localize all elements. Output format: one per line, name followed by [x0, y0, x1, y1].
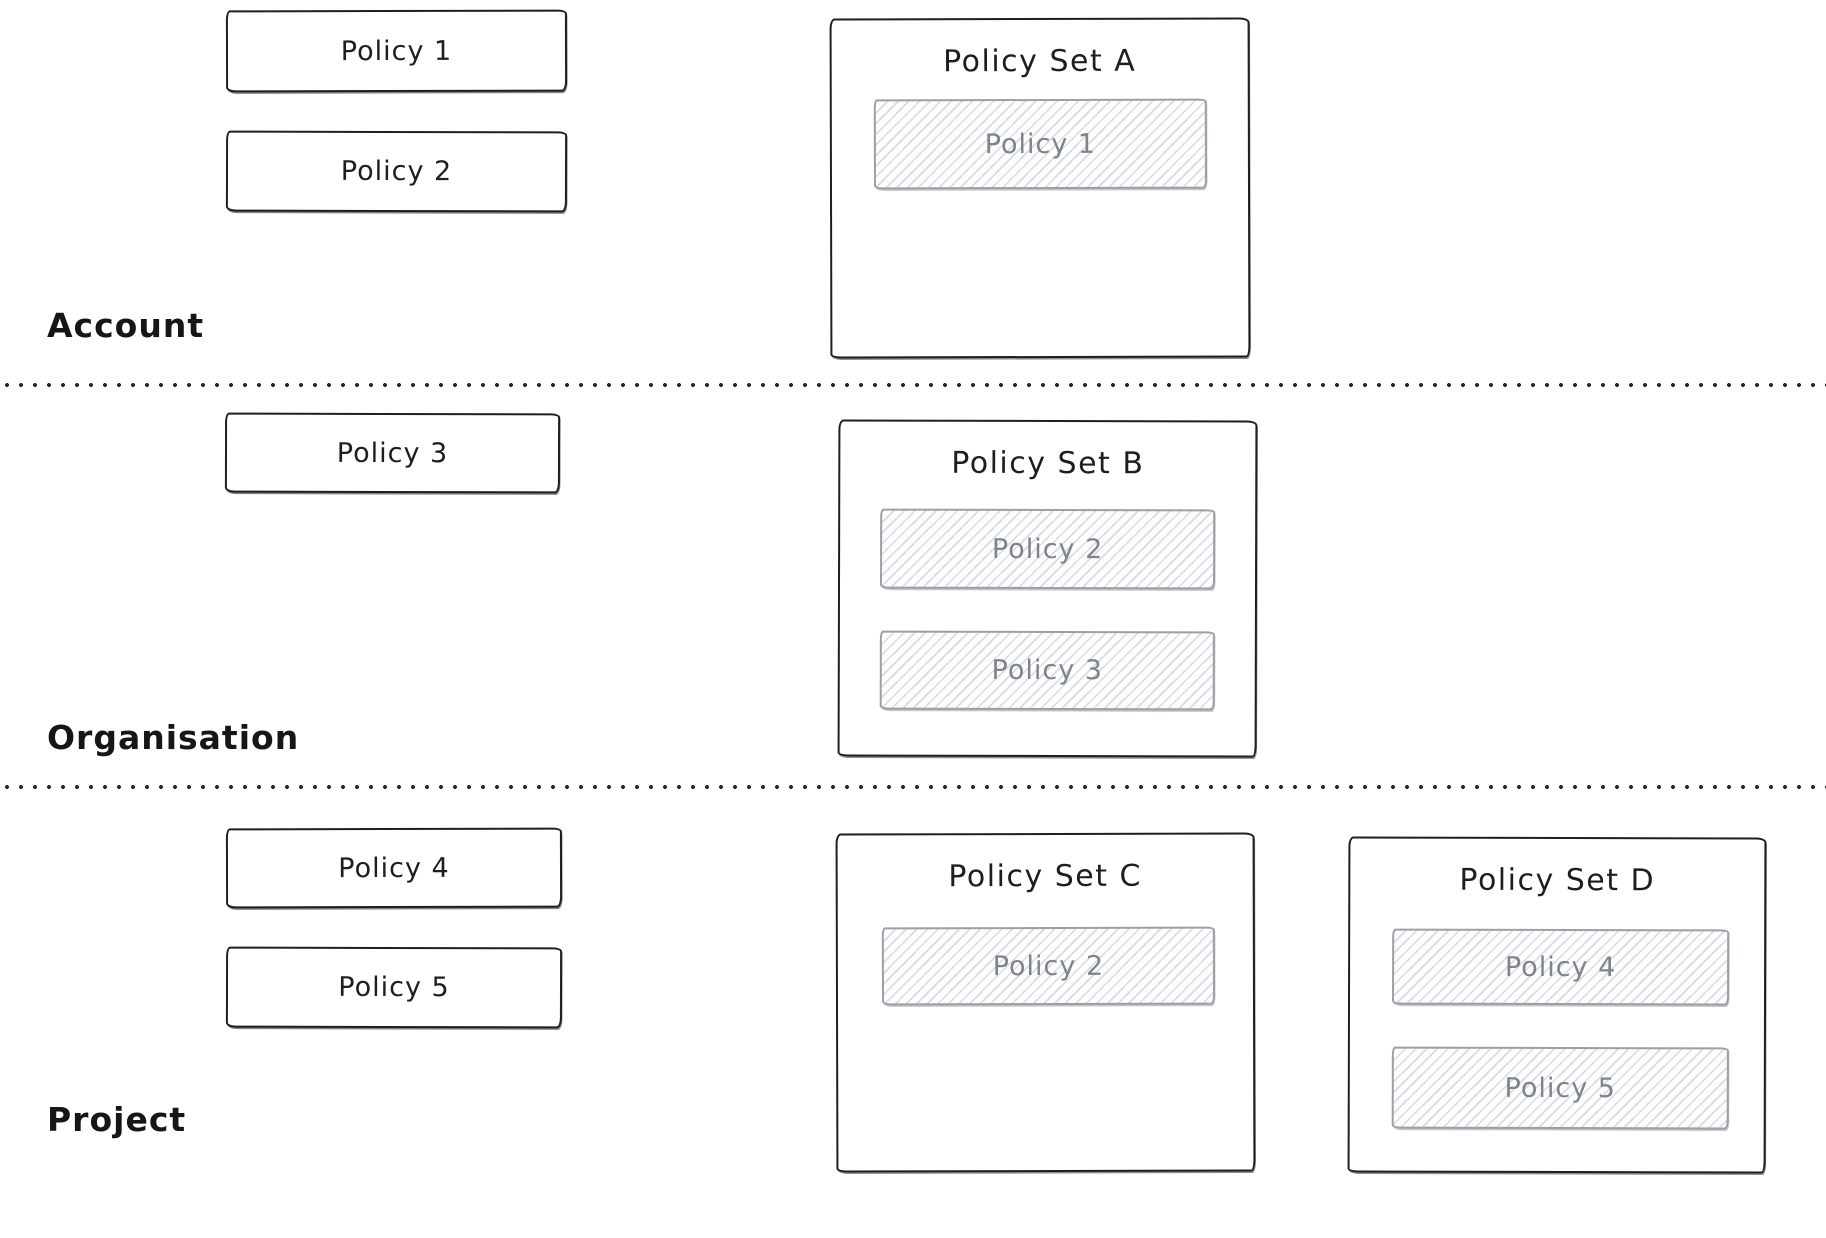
member-policy-label: Policy 3 [991, 654, 1104, 687]
policy-set-a: Policy Set A Policy 1 [829, 17, 1251, 359]
policy-set-title: Policy Set A [943, 43, 1137, 80]
level-label-project: Project [47, 1100, 187, 1139]
policy-set-d-member-policy-5: Policy 5 [1391, 1046, 1729, 1130]
policy-set-b-member-policy-2: Policy 2 [879, 508, 1216, 590]
policy-box-project-5: Policy 5 [225, 946, 563, 1029]
policy-set-b: Policy Set B Policy 2 Policy 3 [837, 419, 1258, 758]
policy-box-organisation-3: Policy 3 [224, 412, 561, 494]
policy-label: Policy 2 [340, 155, 453, 188]
member-policy-label: Policy 2 [992, 950, 1105, 982]
member-policy-label: Policy 1 [984, 128, 1097, 160]
policy-box-account-1: Policy 1 [225, 9, 568, 93]
policy-box-account-2: Policy 2 [225, 130, 568, 213]
policy-label: Policy 3 [336, 437, 449, 469]
policy-label: Policy 4 [338, 852, 450, 884]
policy-set-a-member-policy-1: Policy 1 [873, 98, 1208, 190]
policy-set-title: Policy Set B [951, 445, 1145, 482]
dotted-divider [0, 382, 1826, 388]
level-label-organisation: Organisation [47, 718, 300, 757]
policy-set-title: Policy Set C [948, 858, 1142, 895]
policy-set-c: Policy Set C Policy 2 [835, 832, 1256, 1173]
member-policy-label: Policy 4 [1504, 951, 1617, 983]
policy-box-project-4: Policy 4 [225, 827, 563, 909]
dotted-divider [0, 784, 1826, 790]
policy-set-b-member-policy-3: Policy 3 [879, 630, 1215, 711]
policy-set-c-member-policy-2: Policy 2 [881, 926, 1216, 1006]
policy-set-d-member-policy-4: Policy 4 [1392, 928, 1730, 1006]
policy-label: Policy 5 [338, 971, 450, 1004]
member-policy-label: Policy 2 [991, 533, 1104, 565]
member-policy-label: Policy 5 [1504, 1072, 1617, 1104]
policy-set-title: Policy Set D [1459, 862, 1656, 899]
level-label-account: Account [47, 306, 205, 345]
policy-label: Policy 1 [340, 35, 453, 67]
policy-set-d: Policy Set D Policy 4 Policy 5 [1347, 836, 1767, 1174]
